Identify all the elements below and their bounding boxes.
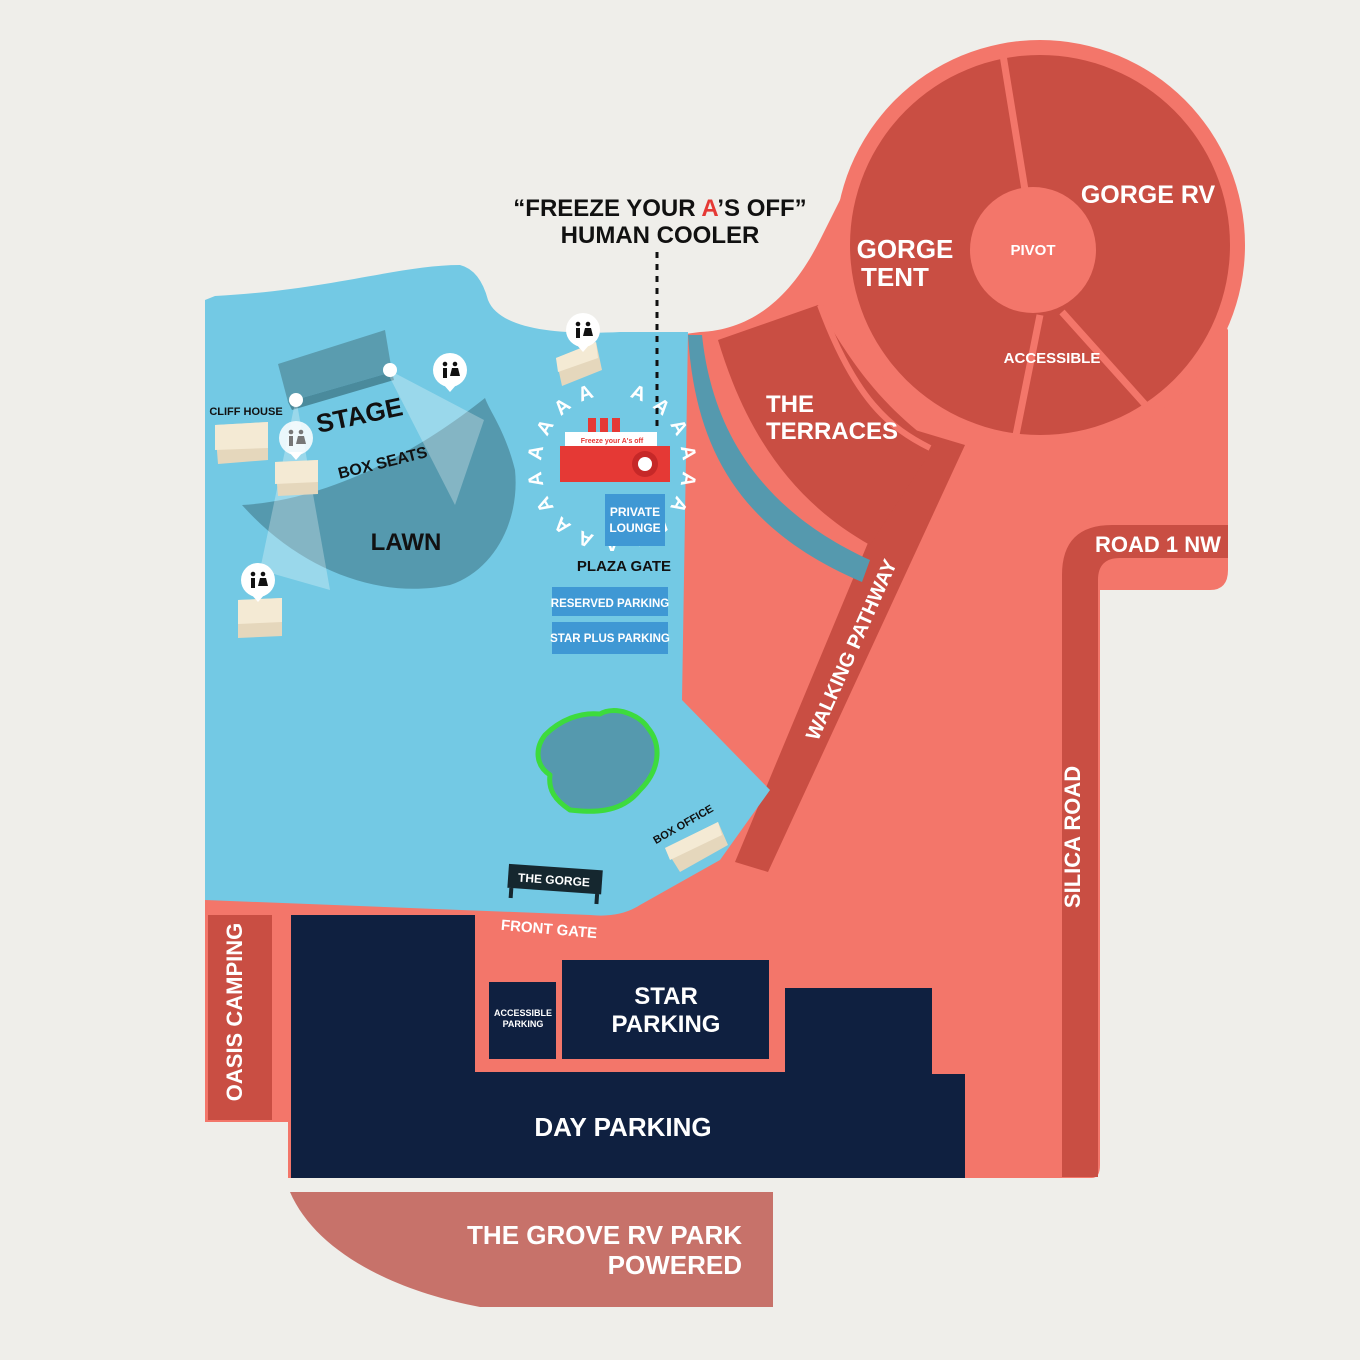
the-gorge-sign[interactable]: THE GORGE (507, 863, 603, 905)
pivot-circle[interactable] (970, 187, 1096, 313)
human-cooler[interactable] (560, 418, 670, 482)
restroom-icon[interactable] (241, 563, 275, 602)
the-gorge-sign-label: THE GORGE (518, 871, 591, 890)
river (688, 335, 870, 582)
gorge-tent-label-2: TENT (861, 262, 929, 292)
stage-front (288, 372, 394, 410)
restroom-icon[interactable] (433, 353, 467, 392)
star-parking-area[interactable] (562, 960, 769, 1059)
accessible-parking-area[interactable] (489, 982, 556, 1059)
road-1-nw-label: ROAD 1 NW (1095, 532, 1221, 557)
cooler-ring-letter: A (676, 470, 700, 488)
restroom-icon[interactable] (279, 421, 313, 460)
cooler-ring-letter: A (628, 381, 649, 407)
gorge-circle-dividers (999, 54, 1153, 441)
star-parking-label-1: STAR (634, 983, 698, 1010)
grove-rv-park-area[interactable] (290, 1192, 773, 1307)
silica-road-label: SILICA ROAD (1060, 766, 1085, 908)
cliff-house-building[interactable] (215, 422, 268, 464)
walking-pathway-road[interactable] (735, 430, 965, 872)
accessible-parking-label-2: PARKING (503, 1019, 544, 1029)
private-lounge-label-2: LOUNGE (609, 521, 660, 535)
box-office-building[interactable] (665, 822, 728, 872)
day-parking-area[interactable] (291, 915, 965, 1178)
cooler-ring-letter: A (524, 470, 548, 488)
lawn-label: LAWN (371, 529, 442, 556)
restroom-building[interactable] (238, 598, 282, 638)
restroom-icon[interactable] (566, 313, 600, 352)
cooler-ring-letter: A (676, 444, 700, 462)
cooler-ring-letter: A (575, 381, 596, 407)
cooler-ring-letter: A (524, 444, 548, 462)
lawn-area[interactable] (242, 398, 516, 589)
star-plus-parking-button[interactable] (552, 622, 668, 654)
callout-line-2: HUMAN COOLER (561, 222, 760, 249)
spotlight-icon (383, 363, 397, 377)
private-lounge[interactable] (605, 494, 665, 546)
grove-label-1: THE GROVE RV PARK (467, 1220, 742, 1250)
oasis-camping-area[interactable] (208, 915, 272, 1120)
plaza-gate-label: PLAZA GATE (577, 558, 671, 575)
reserved-parking-button[interactable] (552, 587, 668, 616)
gorge-rv-label: GORGE RV (1081, 181, 1216, 209)
oasis-camping-label: OASIS CAMPING (222, 923, 247, 1101)
pond (535, 708, 660, 814)
private-lounge-label-1: PRIVATE (610, 505, 660, 519)
callout-line-1: “FREEZE YOUR A’S OFF” (513, 195, 806, 222)
restroom-building[interactable] (275, 460, 318, 496)
road-1-nw-strip[interactable] (1062, 525, 1228, 1177)
grove-label-2: POWERED (608, 1250, 742, 1280)
terraces-divider (817, 303, 932, 451)
day-parking-label: DAY PARKING (534, 1112, 711, 1142)
terraces-area[interactable] (718, 305, 935, 545)
terraces-label-1: THE (766, 391, 814, 418)
star-plus-parking-label: STAR PLUS PARKING (550, 633, 670, 645)
cooler-ring-letter: A (575, 526, 596, 552)
spotlight-icon (385, 368, 484, 505)
gorge-tent-label-1: GORGE (857, 234, 954, 264)
restroom-building[interactable] (556, 342, 602, 386)
cliff-house-label: CLIFF HOUSE (209, 406, 282, 418)
terraces-label-2: TERRACES (766, 418, 898, 445)
spotlight-icon (289, 393, 303, 407)
reserved-parking-label: RESERVED PARKING (551, 598, 669, 610)
accessible-label: ACCESSIBLE (1004, 350, 1101, 367)
cooler-banner: Freeze your A's off (581, 438, 644, 445)
accessible-parking-label-1: ACCESSIBLE (494, 1008, 552, 1018)
star-parking-label-2: PARKING (612, 1011, 721, 1038)
stage-platform[interactable] (278, 330, 392, 402)
pivot-label: PIVOT (1010, 242, 1055, 259)
